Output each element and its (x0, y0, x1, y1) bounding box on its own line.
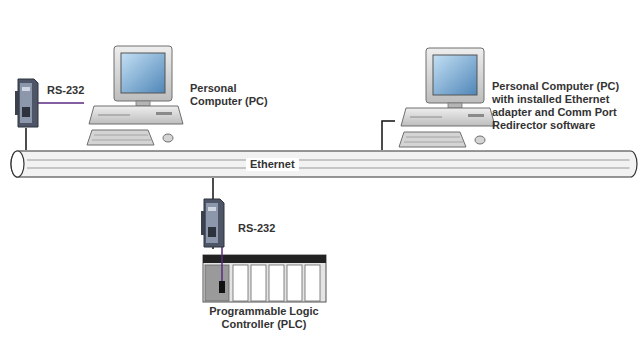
network-link (382, 121, 395, 150)
device-server-icon (201, 199, 224, 247)
plc-rack (203, 255, 326, 302)
link-segment (25, 128, 27, 150)
device-server-icon (15, 79, 38, 127)
pc-node: Personal Computer (PC) (84, 42, 284, 148)
node-label: Ethernet (246, 158, 299, 171)
link-segment (382, 121, 395, 150)
rs232-cable-stub (221, 255, 223, 282)
pc-node: Personal Computer (PC) with installed Et… (395, 45, 638, 148)
pc-illustration (87, 46, 183, 145)
node-label: Personal Computer (PC) (190, 82, 272, 108)
link-label: RS-232 (236, 222, 277, 235)
pipe-outline (10, 150, 638, 178)
link-label: RS-232 (45, 84, 86, 97)
pc-illustration (399, 48, 495, 147)
node-label: Programmable Logic Controller (PLC) (209, 305, 319, 331)
link-segment (38, 102, 84, 104)
serial-port (219, 281, 225, 293)
plc-node: Programmable Logic Controller (PLC) (196, 255, 332, 351)
node-label: Personal Computer (PC) with installed Et… (492, 80, 632, 132)
ethernet-bus: Ethernet (10, 150, 638, 178)
